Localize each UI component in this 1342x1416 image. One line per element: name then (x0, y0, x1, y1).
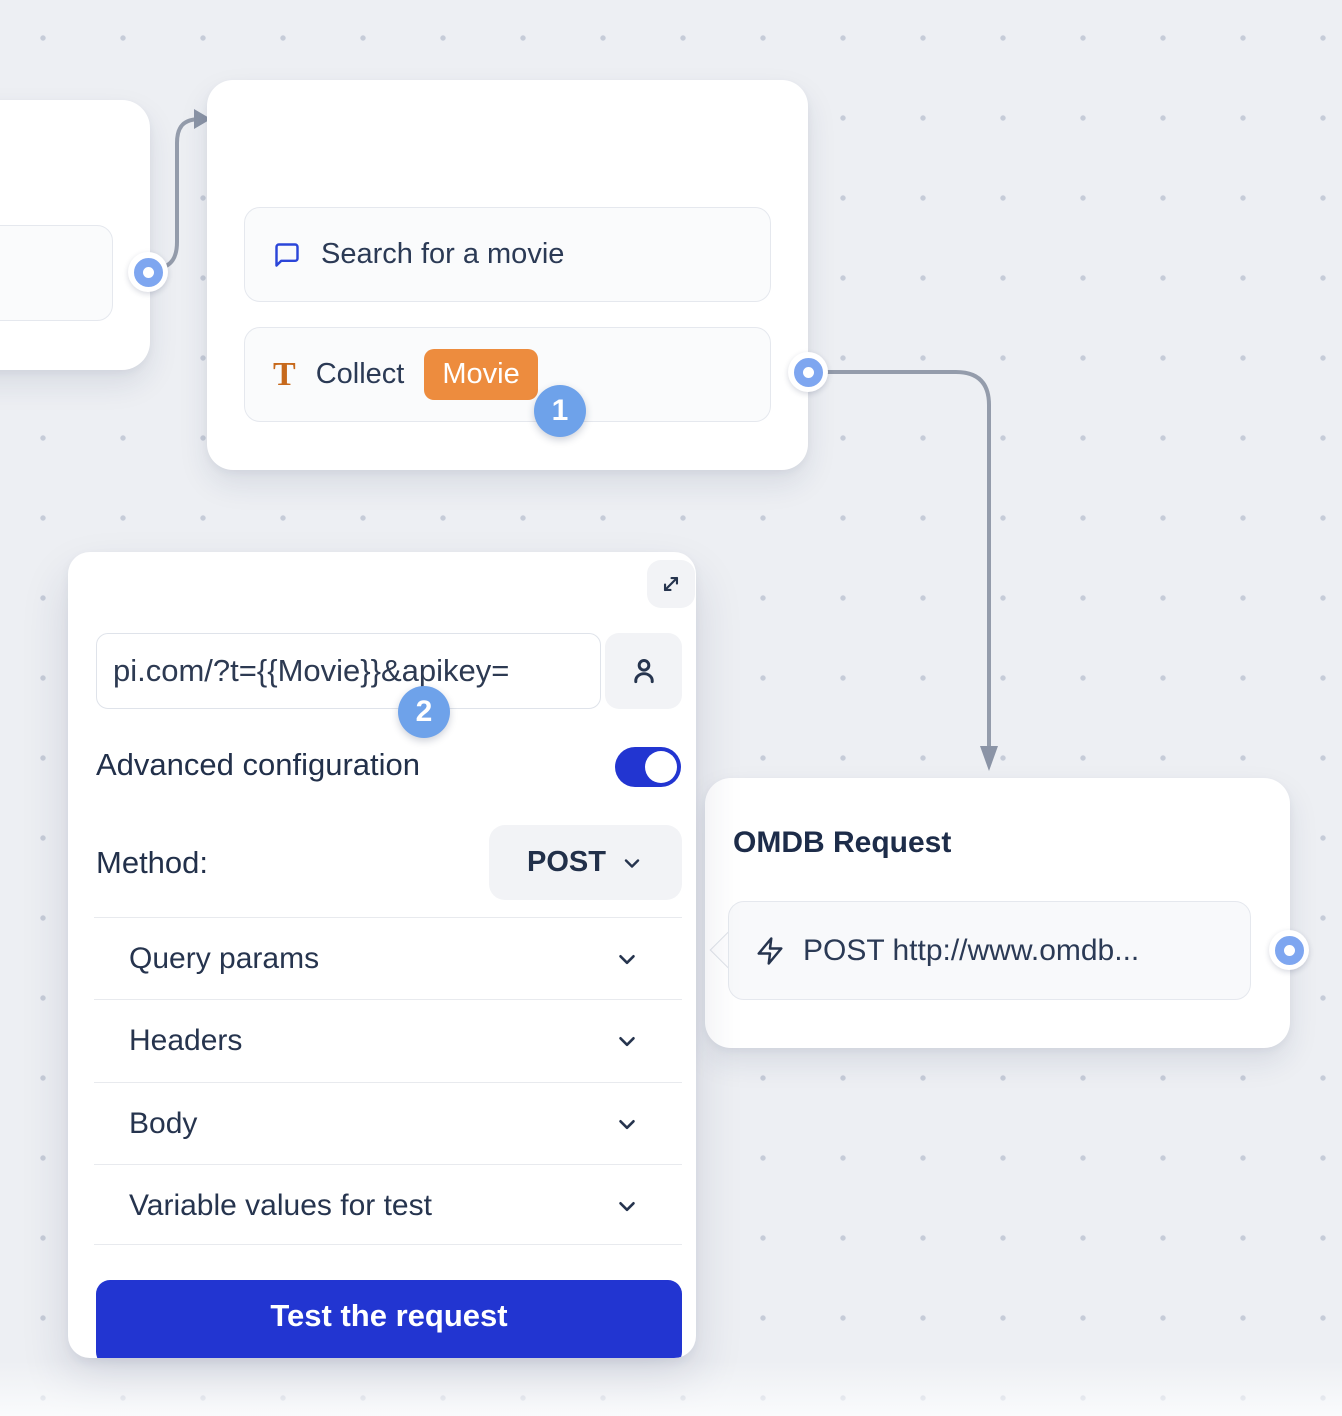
method-value: POST (527, 846, 606, 878)
section-variable-values[interactable]: Variable values for test (94, 1165, 682, 1247)
toggle-knob-icon (645, 751, 677, 783)
step-badge-2: 2 (398, 686, 450, 738)
partial-node-card[interactable] (0, 100, 150, 370)
step-badge-1: 1 (534, 385, 586, 437)
url-input-value: pi.com/?t={{Movie}}&apikey= (113, 653, 510, 688)
chevron-down-icon (619, 1036, 635, 1047)
user-icon (633, 659, 654, 684)
movie-search-collect-item[interactable]: T Collect Movie (244, 327, 771, 422)
chevron-down-icon (619, 1201, 635, 1212)
section-query-params[interactable]: Query params (94, 918, 682, 1000)
message-item-label: Search for a movie (321, 238, 565, 270)
section-label: Variable values for test (129, 1189, 432, 1222)
movie-search-node[interactable]: Movie search Search for a movie T Collec… (207, 80, 808, 470)
port-ring-icon (793, 357, 823, 387)
user-variables-button[interactable] (605, 633, 682, 709)
wire-into-movie-search (157, 117, 202, 271)
divider (94, 1164, 682, 1165)
section-headers[interactable]: Headers (94, 1000, 682, 1082)
movie-search-output-port[interactable] (788, 352, 828, 392)
chevron-down-icon (619, 1119, 635, 1130)
partial-node-item[interactable] (0, 225, 113, 321)
expand-button[interactable] (647, 560, 695, 608)
advanced-configuration-label: Advanced configuration (96, 747, 421, 782)
webhook-config-panel[interactable]: pi.com/?t={{Movie}}&apikey= Advanced con… (68, 552, 696, 1358)
chat-bubble-icon (275, 242, 299, 267)
advanced-configuration-toggle[interactable] (615, 747, 681, 787)
partial-node-output-port[interactable] (128, 252, 168, 292)
expand-icon (663, 576, 679, 592)
omdb-request-title: OMDB Request (733, 826, 952, 859)
method-select[interactable]: POST (489, 825, 682, 900)
port-ring-icon (133, 257, 163, 287)
chevron-down-icon (619, 954, 635, 965)
section-label: Body (129, 1107, 198, 1140)
arrowhead-into-omdb (980, 746, 998, 771)
section-label: Headers (129, 1024, 243, 1057)
divider (94, 1082, 682, 1083)
test-request-button[interactable]: Test the request (96, 1280, 682, 1358)
movie-search-message-item[interactable]: Search for a movie (244, 207, 771, 302)
collect-item-label: Collect (315, 358, 405, 390)
wire-movie-to-omdb (818, 370, 991, 748)
port-ring-icon (1274, 935, 1304, 965)
url-input[interactable]: pi.com/?t={{Movie}}&apikey= (96, 633, 601, 709)
omdb-item-label: POST http://www.omdb... (803, 933, 1140, 967)
divider (94, 1244, 682, 1245)
section-label: Query params (129, 942, 320, 975)
omdb-request-node[interactable]: OMDB Request POST http://www.omdb... (705, 778, 1290, 1048)
section-body[interactable]: Body (94, 1083, 682, 1165)
lightning-icon (757, 936, 783, 965)
divider (94, 999, 682, 1000)
bottom-fade (0, 1361, 1342, 1416)
method-label: Method: (96, 845, 209, 880)
text-input-icon: T (273, 355, 296, 393)
chevron-down-icon (624, 858, 640, 868)
omdb-output-port[interactable] (1269, 930, 1309, 970)
variable-chip-movie[interactable]: Movie (424, 349, 538, 400)
divider (94, 917, 682, 918)
omdb-webhook-item[interactable]: POST http://www.omdb... (728, 901, 1251, 1000)
